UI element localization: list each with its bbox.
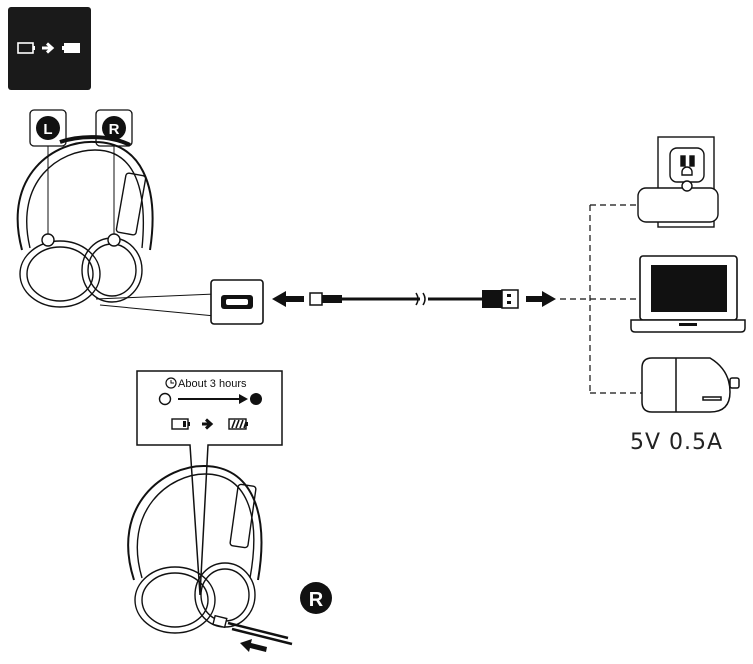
usb-port-callout: [210, 279, 264, 325]
led-off-indicator: [158, 392, 172, 406]
battery-empty-to-full-icon: [171, 418, 248, 430]
clock-icon: [165, 377, 177, 389]
battery-charge-icon: [17, 42, 80, 54]
power-spec-label: 5V 0.5A: [630, 430, 723, 455]
left-label-text: L: [43, 121, 52, 138]
charge-status-tile: [8, 7, 91, 90]
arrow-right-icon: [526, 291, 556, 307]
wall-outlet-icon: [637, 136, 719, 228]
headphones-bottom: [127, 464, 263, 634]
arrow-left-icon: [272, 291, 304, 307]
right-side-label: R: [300, 582, 332, 614]
left-earcup-label: L: [29, 109, 67, 147]
right-bottom-label-text: R: [309, 589, 324, 611]
led-on-indicator: [250, 393, 262, 405]
micro-usb-plug: [212, 614, 293, 652]
right-label-text: R: [109, 121, 120, 138]
charge-duration-text: About 3 hours: [178, 378, 247, 390]
usb-cable: [272, 289, 590, 309]
headphones-top: [16, 135, 216, 317]
charging-status-callout: About 3 hours: [136, 370, 283, 596]
insert-arrow-icon: [240, 639, 267, 652]
power-source-bracket: [589, 204, 642, 394]
car-charger-icon: [641, 357, 740, 413]
laptop-icon: [630, 255, 746, 333]
